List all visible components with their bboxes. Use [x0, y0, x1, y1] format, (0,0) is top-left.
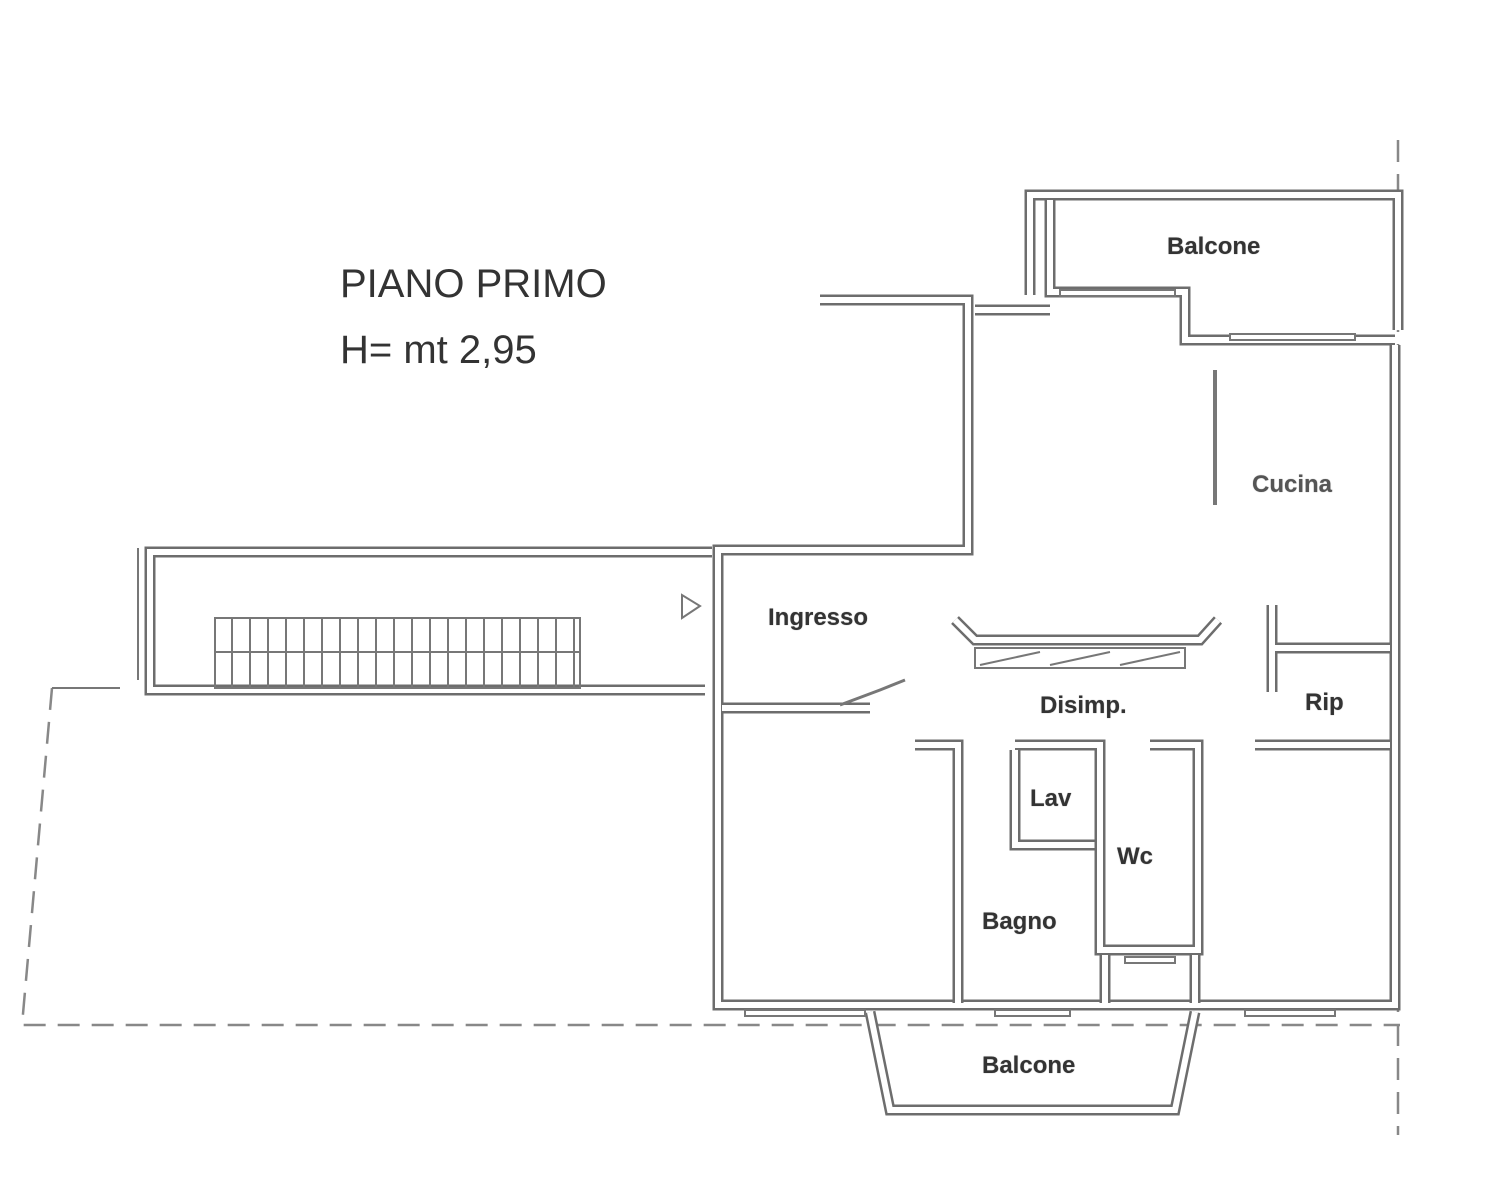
- room-label-balcone-bottom: Balcone: [982, 1052, 1076, 1079]
- entry-door-icon: [681, 593, 906, 707]
- windows: [744, 289, 1356, 1017]
- room-label-balcone-top: Balcone: [1167, 233, 1261, 260]
- staircase: [137, 548, 581, 689]
- room-label-disimpegno: Disimp.: [1040, 692, 1127, 719]
- floor-title: PIANO PRIMO: [340, 262, 607, 306]
- room-label-rip: Rip: [1305, 689, 1344, 716]
- ceiling-height: H= mt 2,95: [340, 328, 537, 372]
- walls: [144, 189, 1404, 1116]
- room-label-ingresso: Ingresso: [768, 604, 869, 631]
- room-label-lav: Lav: [1030, 785, 1072, 812]
- room-label-wc: Wc: [1117, 843, 1153, 870]
- room-label-bagno: Bagno: [982, 908, 1057, 935]
- room-label-cucina: Cucina: [1252, 471, 1333, 498]
